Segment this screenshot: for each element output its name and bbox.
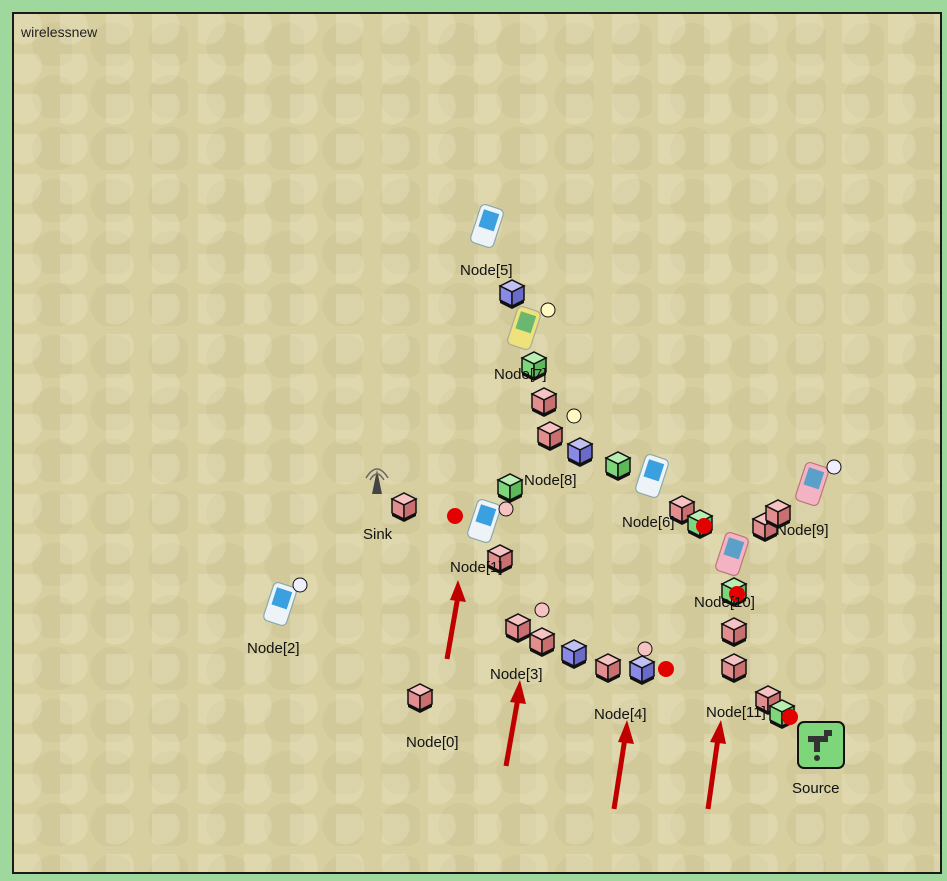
packet-red-icon <box>537 421 563 452</box>
node-label[interactable]: Node[10] <box>694 594 755 611</box>
network-title: wirelessnew <box>21 24 98 40</box>
node-label[interactable]: Node[0] <box>406 734 459 751</box>
mobile-node-icon[interactable] <box>465 497 503 545</box>
tap-source-icon[interactable] <box>797 721 845 769</box>
mobile-node-icon[interactable] <box>261 580 299 628</box>
node-label[interactable]: Node[6] <box>622 514 675 531</box>
mobile-node-icon[interactable] <box>793 460 831 508</box>
network-graphics <box>261 202 845 810</box>
node-label[interactable]: Node[4] <box>594 706 647 723</box>
packet-red-icon <box>407 683 433 714</box>
packet-red-icon <box>529 627 555 658</box>
mobile-node-icon[interactable] <box>713 530 751 578</box>
packet-red-icon <box>505 613 531 644</box>
node-label[interactable]: Node[11] <box>706 704 766 721</box>
packet-blue-icon <box>629 655 655 686</box>
mobile-node-icon[interactable] <box>505 304 543 352</box>
packet-blue-icon <box>499 279 525 310</box>
node-label[interactable]: Node[2] <box>247 640 300 657</box>
sink-label[interactable]: Sink <box>363 526 393 543</box>
packet-red-icon <box>721 617 747 648</box>
node-label[interactable]: Node[1] <box>450 559 503 576</box>
packet-red-icon <box>531 387 557 418</box>
mobile-node-icon[interactable] <box>633 452 671 500</box>
node-label[interactable]: Node[3] <box>490 666 543 683</box>
node-label[interactable]: Node[5] <box>460 262 513 279</box>
packet-red-icon <box>391 492 417 523</box>
packet-green-icon <box>605 451 631 482</box>
network-canvas[interactable]: wirelessnew <box>12 12 942 874</box>
node-label[interactable]: Node[9] <box>776 522 829 539</box>
packet-blue-icon <box>561 639 587 670</box>
mobile-node-icon[interactable] <box>468 202 506 250</box>
source-label[interactable]: Source <box>792 780 840 797</box>
packet-blue-icon <box>567 437 593 468</box>
packet-red-icon <box>595 653 621 684</box>
node-label[interactable]: Node[7] <box>494 366 547 383</box>
packet-green-icon <box>497 473 523 504</box>
node-label[interactable]: Node[8] <box>524 472 577 489</box>
packet-red-icon <box>721 653 747 684</box>
sink-antenna-icon[interactable] <box>365 468 389 494</box>
